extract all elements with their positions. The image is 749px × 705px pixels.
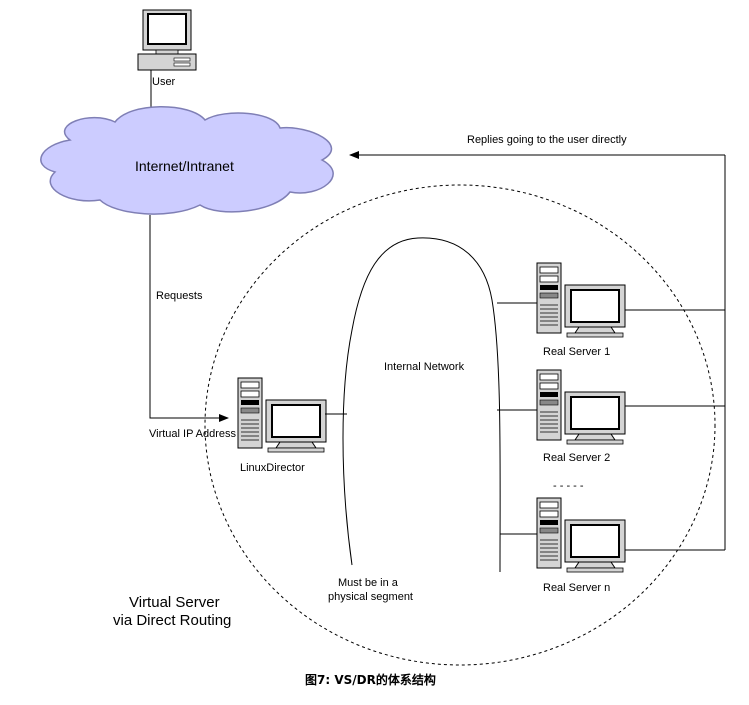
internal-network-loop [342, 237, 501, 573]
diagram-title-line2: via Direct Routing [113, 612, 231, 629]
cloud-icon [40, 106, 334, 215]
tower-server-icon [536, 369, 626, 445]
requests-label: Requests [156, 290, 203, 302]
segment-note-line1: Must be in a [338, 577, 399, 589]
tower-server-icon [237, 377, 327, 453]
replies-label: Replies going to the user directly [467, 134, 627, 146]
desktop-pc-icon [137, 9, 197, 71]
virtual-ip-label: Virtual IP Address [149, 428, 237, 440]
real-server-label: Real Server 1 [543, 346, 610, 358]
requests-arrow [149, 215, 229, 422]
diagram-title-line1: Virtual Server [129, 594, 220, 611]
real-server-label: Real Server 2 [543, 452, 610, 464]
user-label: User [152, 76, 176, 88]
director-label: LinuxDirector [240, 462, 305, 474]
tower-server-icon [536, 262, 626, 338]
virtual-server-boundary [204, 184, 716, 666]
segment-note-line2: physical segment [328, 591, 413, 603]
tower-server-icon [536, 497, 626, 573]
internal-network-label: Internal Network [384, 361, 465, 373]
more-servers-ellipsis: - - - - - [553, 480, 584, 492]
real-server-label: Real Server n [543, 582, 610, 594]
cloud-label: Internet/Intranet [135, 158, 234, 174]
figure-caption: 图7: VS/DR的体系结构 [305, 672, 436, 687]
